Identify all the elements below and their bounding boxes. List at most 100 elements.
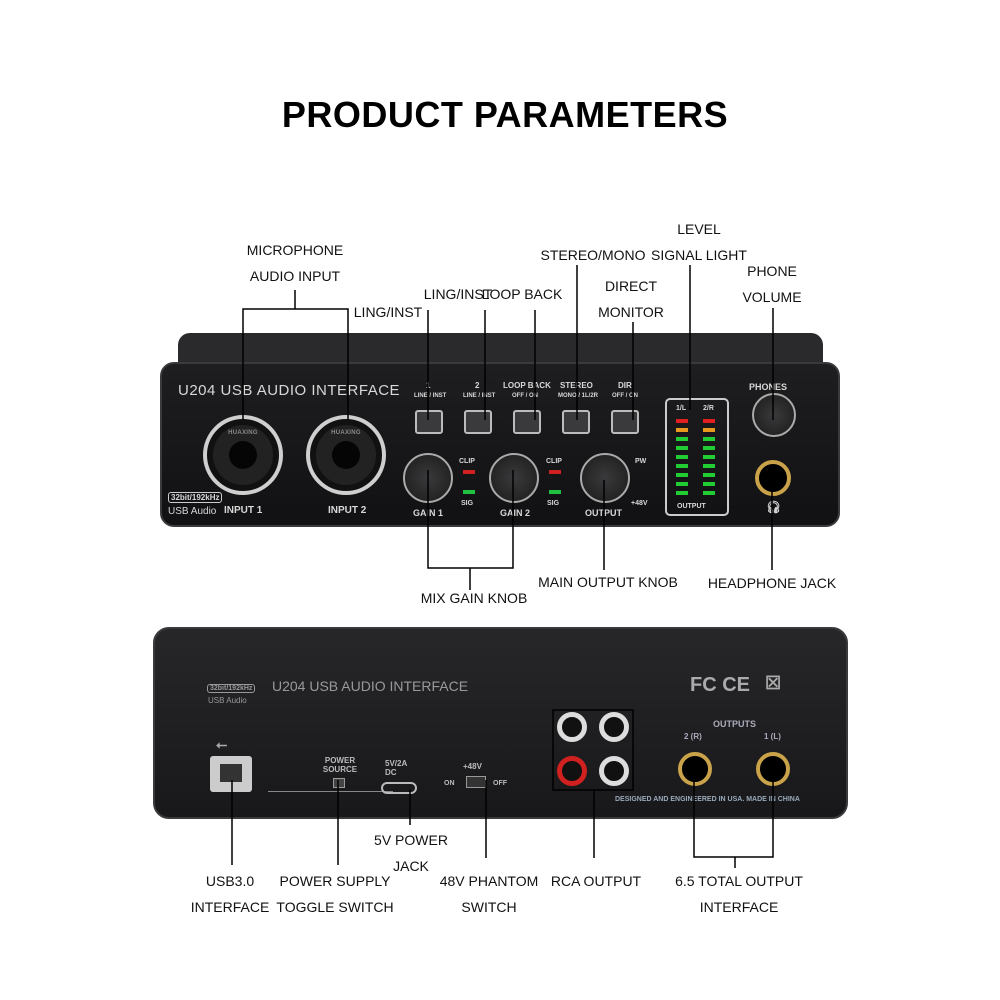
rca-out-top-left[interactable] bbox=[557, 712, 587, 742]
meter-led bbox=[703, 419, 715, 423]
callout-direct: DIRECT bbox=[604, 278, 658, 294]
ch2-options: LINE / INST bbox=[463, 393, 496, 399]
callout-48v-phantom: 48V PHANTOM bbox=[439, 873, 539, 889]
callout-signal-light: SIGNAL LIGHT bbox=[651, 247, 747, 263]
callout-loop-back: LOOP BACK bbox=[481, 286, 563, 302]
rca-out-top-right[interactable] bbox=[599, 712, 629, 742]
ch2-label: 2 bbox=[475, 381, 480, 390]
output-l-label: 1 (L) bbox=[764, 732, 781, 741]
input-2-label: INPUT 2 bbox=[328, 505, 367, 516]
xlr-input-2[interactable] bbox=[306, 415, 386, 495]
callout-microphone: MICROPHONE bbox=[246, 242, 344, 258]
power-toggle-switch[interactable] bbox=[333, 778, 345, 788]
callout-rca-output: RCA OUTPUT bbox=[550, 873, 642, 889]
callout-total-output: 6.5 TOTAL OUTPUT bbox=[675, 873, 803, 889]
callout-phone: PHONE bbox=[747, 263, 797, 279]
phantom-back-label: +48V bbox=[463, 762, 482, 771]
meter-led bbox=[676, 482, 688, 486]
meter-led bbox=[703, 428, 715, 432]
off-label: OFF bbox=[493, 780, 507, 787]
weee-bin-icon: ☒ bbox=[765, 673, 782, 693]
meter-led bbox=[703, 464, 715, 468]
meter-led bbox=[703, 482, 715, 486]
output-r-label: 2 (R) bbox=[684, 732, 702, 741]
level-meter bbox=[665, 398, 729, 516]
sig-2-label: SIG bbox=[547, 500, 560, 507]
meter-output-label: OUTPUT bbox=[677, 503, 706, 510]
meter-right-label: 2/R bbox=[703, 405, 714, 412]
front-model-label: U204 USB AUDIO INTERFACE bbox=[178, 382, 401, 399]
on-label: ON bbox=[444, 780, 455, 787]
back-badge: 32bit/192kHz bbox=[207, 684, 256, 693]
callout-5v-power: 5V POWER bbox=[374, 832, 448, 848]
cert-marks: FC CE bbox=[690, 674, 750, 696]
meter-led bbox=[676, 491, 688, 495]
stereo-mono-button[interactable] bbox=[562, 410, 590, 434]
callout-main-output: MAIN OUTPUT KNOB bbox=[538, 574, 678, 590]
meter-led bbox=[676, 446, 688, 450]
callout-power-supply: POWER SUPPLY bbox=[279, 873, 391, 889]
direct-monitor-button[interactable] bbox=[611, 410, 639, 434]
front-badge: 32bit/192kHz bbox=[168, 492, 223, 503]
line-inst-2-button[interactable] bbox=[464, 410, 492, 434]
meter-led bbox=[703, 437, 715, 441]
sig-1-led bbox=[463, 490, 475, 494]
clip-1-led bbox=[463, 470, 475, 474]
dir-label: DIR bbox=[618, 381, 632, 390]
callout-stereo-mono: STEREO/MONO bbox=[540, 247, 646, 263]
xlr-input-1[interactable] bbox=[203, 415, 283, 495]
loop-back-button[interactable] bbox=[513, 410, 541, 434]
loop-options: OFF / ON bbox=[512, 393, 538, 399]
meter-left-label: 1/L bbox=[676, 405, 687, 412]
sig-1-label: SIG bbox=[461, 500, 474, 507]
xlr-1-brand: HUAXING bbox=[228, 430, 258, 436]
power-arrow bbox=[268, 791, 393, 792]
phantom-label: +48V bbox=[631, 500, 648, 507]
meter-led bbox=[676, 419, 688, 423]
gain-2-knob[interactable] bbox=[489, 453, 539, 503]
clip-2-label: CLIP bbox=[546, 458, 562, 465]
sig-2-led bbox=[549, 490, 561, 494]
meter-led bbox=[703, 473, 715, 477]
callout-jack: JACK bbox=[393, 858, 429, 874]
usb-c-power-jack[interactable] bbox=[381, 782, 417, 794]
callout-monitor: MONITOR bbox=[598, 304, 664, 320]
meter-led bbox=[676, 437, 688, 441]
callout-switch: SWITCH bbox=[461, 899, 517, 915]
back-usb-audio: USB Audio bbox=[208, 696, 247, 705]
usb-icon: ⭠ bbox=[216, 736, 228, 752]
usb-b-port[interactable] bbox=[210, 756, 252, 792]
meter-led bbox=[703, 446, 715, 450]
headphone-jack[interactable] bbox=[755, 460, 791, 496]
page-title: PRODUCT PARAMETERS bbox=[281, 94, 729, 135]
callout-mix-gain: MIX GAIN KNOB bbox=[420, 590, 528, 606]
meter-led bbox=[676, 455, 688, 459]
back-panel bbox=[153, 627, 848, 819]
dc-label: 5V/2A DC bbox=[385, 759, 407, 777]
headphone-icon: 🎧︎ bbox=[766, 500, 782, 514]
ch1-options: LINE / INST bbox=[414, 393, 447, 399]
outputs-label: OUTPUTS bbox=[713, 719, 757, 729]
callout-ling-inst-1: LING/INST bbox=[353, 304, 423, 320]
usb-audio-label: USB Audio bbox=[168, 506, 217, 517]
dir-options: OFF / ON bbox=[612, 393, 638, 399]
phone-volume-knob[interactable] bbox=[752, 393, 796, 437]
output-2r-jack[interactable] bbox=[678, 752, 712, 786]
meter-led bbox=[703, 455, 715, 459]
gain-2-label: GAIN 2 bbox=[500, 508, 531, 518]
back-model-label: U204 USB AUDIO INTERFACE bbox=[272, 678, 469, 694]
line-inst-1-button[interactable] bbox=[415, 410, 443, 434]
callout-output-interface: INTERFACE bbox=[699, 899, 779, 915]
rca-out-bottom-left[interactable] bbox=[557, 756, 587, 786]
meter-led bbox=[676, 428, 688, 432]
output-knob[interactable] bbox=[580, 453, 630, 503]
callout-volume: VOLUME bbox=[742, 289, 802, 305]
rca-out-bottom-right[interactable] bbox=[599, 756, 629, 786]
clip-2-led bbox=[549, 470, 561, 474]
callout-usb: USB3.0 bbox=[205, 873, 255, 889]
meter-led bbox=[676, 464, 688, 468]
xlr-2-brand: HUAXING bbox=[331, 430, 361, 436]
clip-1-label: CLIP bbox=[459, 458, 475, 465]
callout-toggle-switch: TOGGLE SWITCH bbox=[276, 899, 394, 915]
input-1-label: INPUT 1 bbox=[224, 505, 263, 516]
